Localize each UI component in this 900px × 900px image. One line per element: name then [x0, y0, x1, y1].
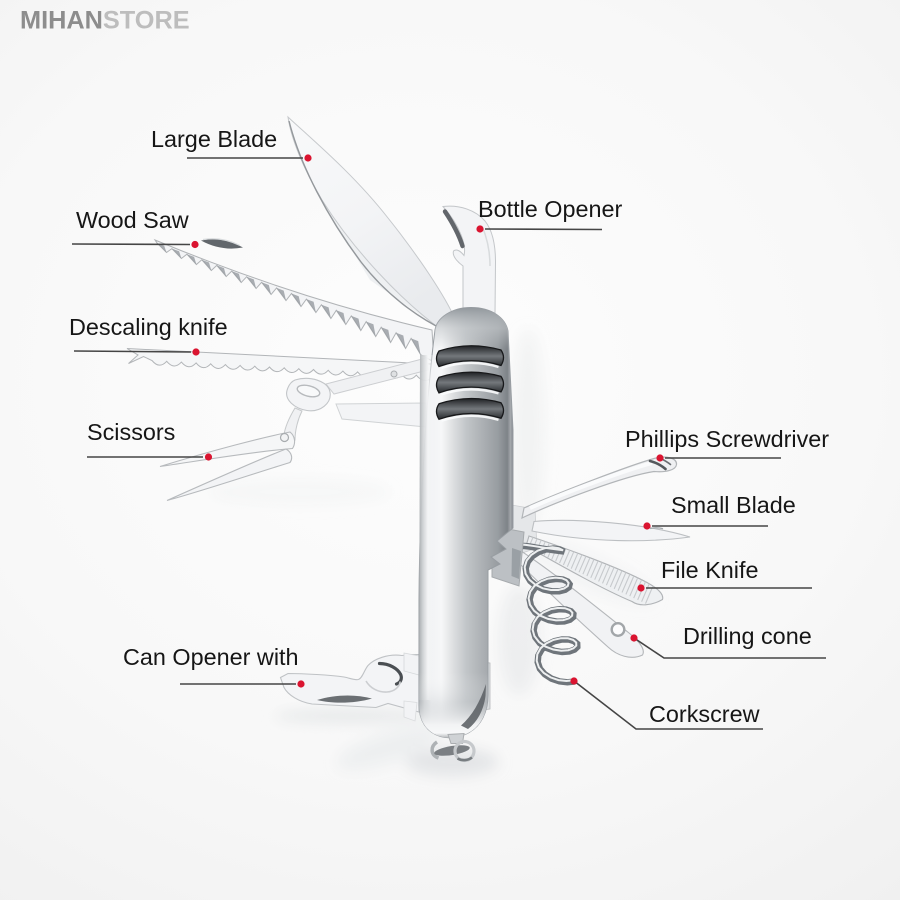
svg-text:Large Blade: Large Blade	[151, 126, 277, 152]
svg-text:Drilling cone: Drilling cone	[683, 623, 812, 649]
svg-text:Small Blade: Small Blade	[671, 492, 796, 518]
svg-text:Scissors: Scissors	[87, 419, 175, 445]
svg-text:Can Opener with: Can Opener with	[123, 644, 299, 670]
svg-text:Corkscrew: Corkscrew	[649, 701, 760, 727]
svg-text:File Knife: File Knife	[661, 557, 759, 583]
svg-text:Descaling knife: Descaling knife	[69, 314, 228, 340]
svg-text:Wood Saw: Wood Saw	[76, 207, 189, 233]
svg-text:Bottle Opener: Bottle Opener	[478, 196, 623, 222]
svg-text:Phillips Screwdriver: Phillips Screwdriver	[625, 426, 829, 452]
svg-text:MIHANSTORE: MIHANSTORE	[20, 7, 190, 35]
